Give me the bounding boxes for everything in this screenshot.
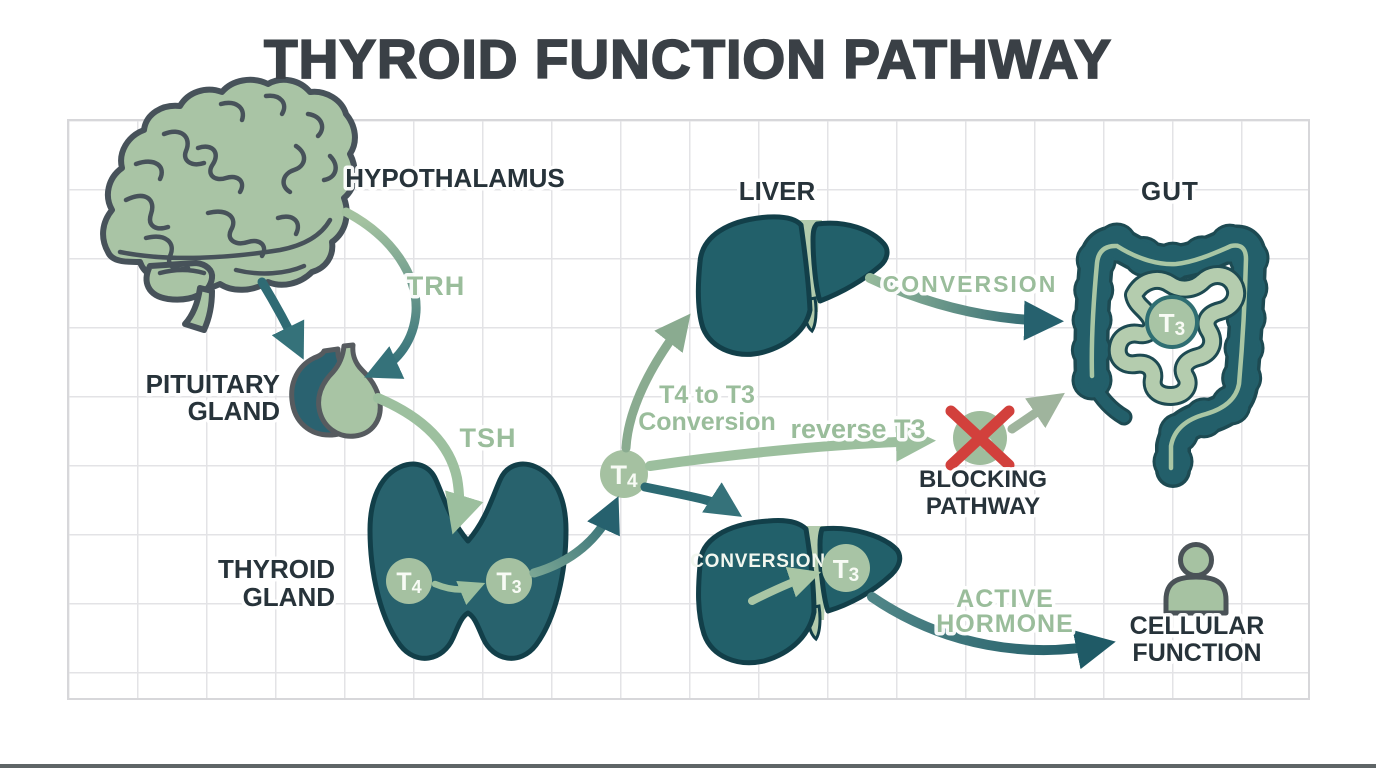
gut-t3-node (1145, 295, 1199, 349)
tsh-label: TSH (460, 423, 517, 453)
trh-arrow (341, 207, 421, 379)
thyroid-label-line1: THYROID (218, 554, 335, 584)
liver-illustration (695, 214, 890, 357)
brain-to-pituitary-arrow (257, 277, 305, 360)
hypothalamus-label: HYPOTHALAMUS (345, 163, 565, 193)
gut-t3-text: T3 (1159, 308, 1185, 340)
t4-hub-node (600, 450, 648, 498)
blocked-to-gut-arrow (1007, 392, 1065, 434)
gyrus-line (117, 217, 333, 261)
pathway-arrows (257, 207, 1116, 670)
bottom-edge-strip (0, 764, 1376, 768)
brain-illustration (100, 76, 358, 333)
thyroid-t3-node (486, 558, 532, 604)
t4-hub-text: T4 (610, 460, 638, 492)
thyroid-label-line2: GLAND (243, 582, 335, 612)
liver-left-lobe (695, 214, 813, 357)
thyroid-t4-text: T4 (396, 568, 421, 597)
gyrus-line (205, 209, 267, 259)
thyroid-body (367, 461, 569, 661)
t4-to-liver2-arrow (640, 482, 743, 517)
liver2-left-lobe (696, 518, 817, 666)
gyrus-line (281, 143, 307, 195)
person-body (1163, 574, 1229, 616)
pituitary-label-line1: PITUITARY (146, 369, 280, 399)
gyrus-line (305, 111, 325, 139)
reverse-t3-label: reverse T3 (790, 414, 925, 444)
gut-colon (1070, 222, 1270, 491)
thyroid-to-t4hub-arrow (529, 496, 620, 578)
gyrus-line (263, 93, 287, 117)
active-hormone-arrow (867, 592, 1116, 670)
conversion-to-gut-label: CONVERSION (883, 271, 1058, 297)
liver-right-lobe (810, 220, 890, 304)
active-t3-text: T3 (833, 554, 859, 586)
reverse-t3-arrow (645, 421, 936, 471)
t4-to-liver-arrow (621, 313, 691, 453)
blocking-label-line2: PATHWAY (926, 493, 1040, 520)
gut-small-intestine (1107, 265, 1247, 406)
pituitary-label-line2: GLAND (188, 396, 280, 426)
gyrus-line (233, 263, 307, 276)
liver2-conversion-label: CONVERSION (690, 551, 826, 572)
gyrus-line (157, 267, 207, 276)
liver2-conversion-arrow (748, 566, 822, 605)
thyroid-t4-node (386, 558, 432, 604)
liver-to-gut-conversion-arrow (865, 273, 1064, 341)
blocking-label-line1: BLOCKING (919, 466, 1047, 493)
active-hormone-label-line1: ACTIVE (956, 585, 1054, 613)
person-head (1178, 542, 1214, 578)
gut-illustration (1070, 222, 1270, 491)
blocking-x-icon (945, 405, 1015, 471)
active-t3-node (822, 544, 870, 592)
trh-label: TRH (407, 271, 466, 301)
page-title: THYROID FUNCTION PATHWAY (264, 28, 1112, 90)
gut-label: GUT (1141, 176, 1199, 206)
gyrus-line (195, 144, 245, 195)
thyroid-t3-text: T3 (496, 568, 521, 597)
gyrus-line (161, 129, 207, 167)
active-hormone-label-line2: HORMONE (936, 610, 1074, 638)
liver-label: LIVER (739, 176, 816, 206)
t4-to-t3-label-line2: Conversion (638, 408, 776, 436)
brain-stem (182, 285, 215, 333)
t4-to-t3-label-line1: T4 to T3 (659, 381, 755, 409)
gyrus-line (218, 100, 246, 123)
thyroid-t4-to-t3-arrow (431, 580, 486, 605)
person-icon (1163, 542, 1229, 616)
pituitary-gland-illustration (289, 342, 383, 439)
cellular-function-label-line1: CELLULAR (1130, 612, 1265, 640)
tsh-arrow (373, 393, 484, 535)
thyroid-gland-illustration (367, 461, 569, 661)
cellular-function-label-line2: FUNCTION (1132, 639, 1261, 667)
brain-gyri-lines (117, 93, 338, 276)
gyrus-line (123, 193, 171, 231)
gyrus-line (275, 214, 301, 237)
pituitary-front-lobe (316, 342, 383, 439)
gyrus-line (133, 159, 164, 182)
gyrus-line (321, 153, 338, 183)
